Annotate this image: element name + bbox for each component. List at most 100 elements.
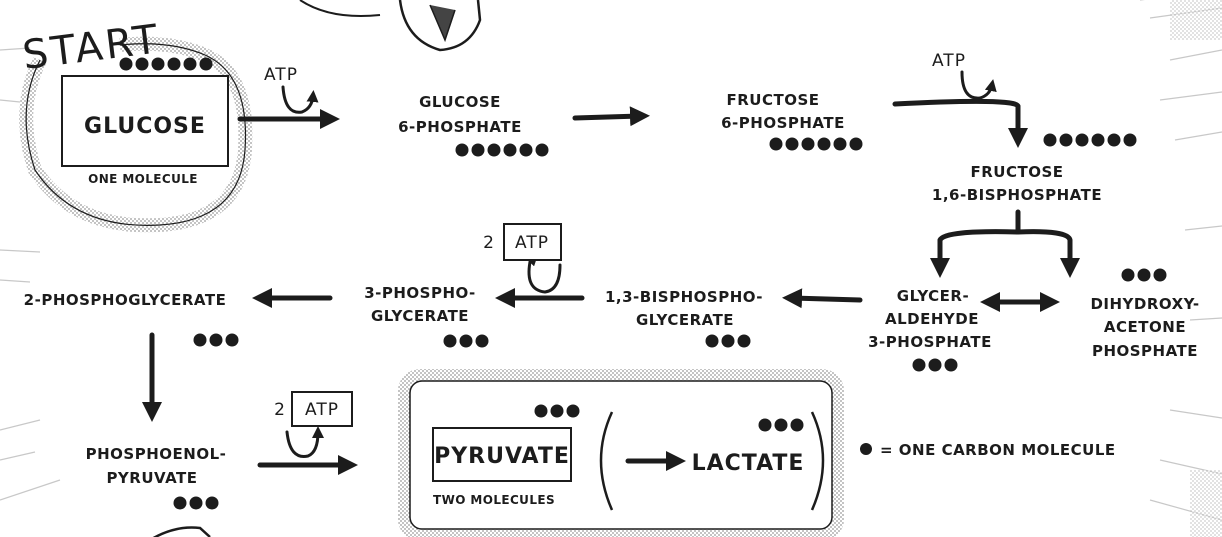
- pep-line1: PHOSPHOENOL-: [86, 445, 227, 463]
- g6p-line1: GLUCOSE: [419, 93, 501, 111]
- lactate-group: LACTATE: [599, 411, 825, 511]
- carbon-dot: [801, 137, 815, 151]
- f6p-line2: 6-PHOSPHATE: [721, 114, 845, 132]
- dhap-carbon-dots: [1121, 268, 1167, 282]
- atp-count-1: 2: [483, 233, 495, 253]
- atp-box-2: [291, 391, 353, 427]
- carbon-dot: [1059, 133, 1073, 147]
- f16bp-carbon-dots: [1043, 133, 1137, 147]
- carbon-dot: [119, 57, 133, 71]
- carbon-dot: [443, 334, 457, 348]
- carbon-dot: [944, 358, 958, 372]
- arrow-13bpg-to-3pg: ATP 2: [483, 223, 585, 308]
- pg3-line1: 3-PHOSPHO-: [364, 284, 476, 302]
- pg3-line2: GLYCERATE: [371, 307, 469, 325]
- glucose-caption: ONE MOLECULE: [88, 172, 198, 186]
- dhap-line2: ACETONE: [1104, 318, 1186, 336]
- carbon-dot: [189, 496, 203, 510]
- f16bp-line1: FRUCTOSE: [970, 163, 1063, 181]
- pg3-node: 3-PHOSPHO- GLYCERATE: [364, 284, 489, 348]
- arrow-pep-to-pyruvate: ATP 2: [257, 391, 358, 475]
- carbon-dot: [1121, 268, 1135, 282]
- carbon-dot: [769, 137, 783, 151]
- g3p-line3: 3-PHOSPHATE: [868, 333, 992, 351]
- carbon-dot: [199, 57, 213, 71]
- carbon-dot: [785, 137, 799, 151]
- carbon-dot: [225, 333, 239, 347]
- f16bp-node: FRUCTOSE 1,6-BISPHOSPHATE: [932, 163, 1102, 204]
- arrow-f6p-to-f16bp: ATP: [892, 51, 1028, 148]
- pyruvate-node: PYRUVATE TWO MOLECULES: [432, 404, 580, 507]
- carbon-dot: [833, 137, 847, 151]
- carbon-dot: [151, 57, 165, 71]
- pg2-carbon-dots: [193, 333, 239, 347]
- pg2-node: 2-PHOSPHOGLYCERATE: [24, 291, 239, 347]
- carbon-dot: [737, 334, 751, 348]
- bpg13-carbon-dots: [705, 334, 751, 348]
- pg2-line1: 2-PHOSPHOGLYCERATE: [24, 291, 227, 309]
- arrow-glucose-to-g6p: ATP: [237, 65, 340, 129]
- f16bp-line2: 1,6-BISPHOSPHATE: [932, 186, 1102, 204]
- glucose-node: GLUCOSE ONE MOLECULE: [61, 57, 229, 186]
- pep-line2: PYRUVATE: [106, 469, 197, 487]
- pg3-carbon-dots: [443, 334, 489, 348]
- carbon-dot: [503, 143, 517, 157]
- carbon-dot: [519, 143, 533, 157]
- bpg13-line1: 1,3-BISPHOSPHO-: [605, 288, 763, 306]
- carbon-dot: [534, 404, 548, 418]
- lactate-label: LACTATE: [692, 451, 805, 476]
- arrow-g6p-to-f6p: [572, 106, 650, 127]
- split-arrows: [930, 209, 1080, 278]
- carbon-dot: [209, 333, 223, 347]
- atp-label-2: ATP: [932, 51, 966, 71]
- product-frame: [398, 369, 844, 537]
- halftone-corner: [1190, 470, 1222, 537]
- carbon-dot: [459, 334, 473, 348]
- g3p-line2: ALDEHYDE: [885, 310, 979, 328]
- g6p-node: GLUCOSE 6-PHOSPHATE: [398, 93, 549, 157]
- pyruvate-label: PYRUVATE: [434, 444, 570, 469]
- bpg13-line2: GLYCERATE: [636, 311, 734, 329]
- bpg13-node: 1,3-BISPHOSPHO- GLYCERATE: [605, 288, 763, 348]
- legend-text: = ONE CARBON MOLECULE: [880, 441, 1116, 459]
- carbon-dot: [193, 333, 207, 347]
- f6p-line1: FRUCTOSE: [726, 91, 819, 109]
- carbon-dot: [928, 358, 942, 372]
- carbon-dot: [1137, 268, 1151, 282]
- legend-carbon-dot: [860, 443, 872, 455]
- glucose-box: [61, 75, 229, 167]
- character-illustration: [152, 0, 482, 537]
- dhap-line1: DIHYDROXY-: [1090, 295, 1199, 313]
- carbon-dot: [758, 418, 772, 432]
- carbon-dot: [912, 358, 926, 372]
- carbon-dot: [1075, 133, 1089, 147]
- pyruvate-box: [432, 427, 572, 482]
- carbon-dot: [817, 137, 831, 151]
- carbon-dot: [173, 496, 187, 510]
- pep-node: PHOSPHOENOL- PYRUVATE: [86, 445, 227, 510]
- carbon-dot: [487, 143, 501, 157]
- g3p-node: GLYCER- ALDEHYDE 3-PHOSPHATE: [868, 287, 992, 372]
- glucose-carbon-dots: [119, 57, 213, 71]
- carbon-dot: [535, 143, 549, 157]
- atp-box-2-label: ATP: [305, 400, 339, 420]
- g3p-carbon-dots: [912, 358, 958, 372]
- carbon-dot: [167, 57, 181, 71]
- carbon-dot: [705, 334, 719, 348]
- carbon-dot: [774, 418, 788, 432]
- arrow-g3p-to-13bpg: [782, 288, 863, 309]
- dhap-line3: PHOSPHATE: [1092, 342, 1198, 360]
- carbon-dot: [550, 404, 564, 418]
- carbon-dot: [1091, 133, 1105, 147]
- carbon-dot: [455, 143, 469, 157]
- pep-carbon-dots: [173, 496, 219, 510]
- carbon-dot: [790, 418, 804, 432]
- f6p-carbon-dots: [769, 137, 863, 151]
- atp-count-2: 2: [274, 400, 286, 420]
- f6p-node: FRUCTOSE 6-PHOSPHATE: [721, 91, 863, 151]
- carbon-dot: [1153, 268, 1167, 282]
- dhap-node: DIHYDROXY- ACETONE PHOSPHATE: [1090, 268, 1199, 360]
- atp-box-1: [503, 223, 562, 261]
- carbon-dot: [1107, 133, 1121, 147]
